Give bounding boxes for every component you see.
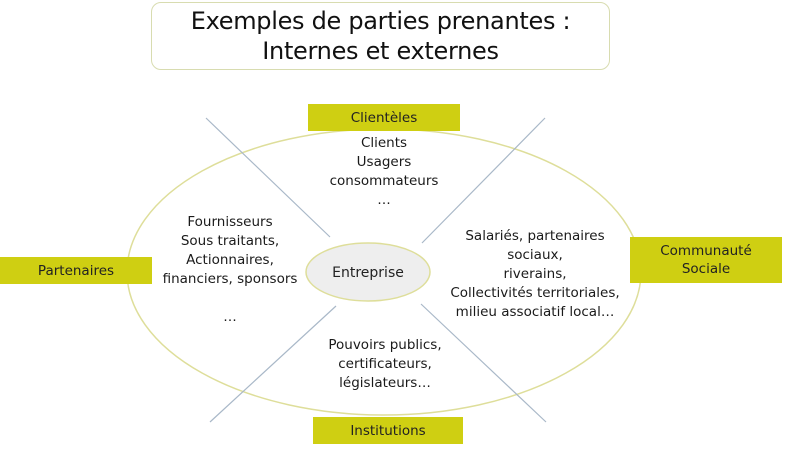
title-box: Exemples de parties prenantes : Internes…: [151, 2, 610, 70]
text-partenaires-items: Fournisseurs Sous traitants, Actionnaire…: [155, 213, 305, 327]
institutions-item: Pouvoirs publics,: [328, 337, 442, 353]
title-line-2: Internes et externes: [262, 37, 499, 65]
communaute-item: milieu associatif local…: [455, 304, 615, 320]
label-communaute-sociale: Communauté Sociale: [630, 237, 782, 283]
partenaires-item: Sous traitants,: [180, 233, 280, 249]
communaute-item: Collectivités territoriales,: [450, 285, 620, 301]
partenaires-item: financiers, sponsors: [162, 271, 298, 287]
label-communaute-line1: Communauté: [660, 243, 752, 259]
divider-line-bottom-left: [209, 305, 337, 423]
title-line-1: Exemples de parties prenantes :: [190, 7, 571, 35]
partenaires-item: [155, 289, 305, 308]
label-partenaires-text: Partenaires: [37, 262, 115, 279]
label-institutions: Institutions: [313, 417, 463, 444]
label-communaute-line2: Sociale: [681, 261, 731, 277]
center-ellipse: [305, 242, 431, 302]
text-communaute-items: Salariés, partenaires sociaux, riverains…: [445, 227, 625, 322]
clienteles-item: Clients: [360, 135, 408, 151]
clienteles-item: …: [377, 192, 391, 208]
communaute-item: riverains,: [503, 266, 567, 282]
clienteles-item: consommateurs: [329, 173, 439, 189]
label-partenaires: Partenaires: [0, 257, 152, 284]
communaute-item: Salariés, partenaires: [465, 228, 605, 244]
institutions-item: législateurs…: [339, 375, 431, 391]
partenaires-item: …: [223, 309, 237, 325]
partenaires-item: Fournisseurs: [187, 214, 273, 230]
clienteles-item: Usagers: [356, 154, 412, 170]
label-institutions-text: Institutions: [350, 422, 426, 439]
label-clienteles: Clientèles: [308, 104, 460, 131]
label-clienteles-text: Clientèles: [350, 109, 418, 126]
divider-line-bottom-right: [420, 303, 547, 423]
text-clienteles-items: Clients Usagers consommateurs …: [304, 134, 464, 210]
partenaires-item: Actionnaires,: [186, 252, 274, 268]
divider-line-top-left: [205, 117, 331, 238]
center-entreprise-label: Entreprise: [332, 264, 404, 281]
divider-line-top-right: [421, 117, 546, 244]
text-institutions-items: Pouvoirs publics, certificateurs, législ…: [310, 336, 460, 393]
institutions-item: certificateurs,: [338, 356, 432, 372]
communaute-item: sociaux,: [507, 247, 563, 263]
